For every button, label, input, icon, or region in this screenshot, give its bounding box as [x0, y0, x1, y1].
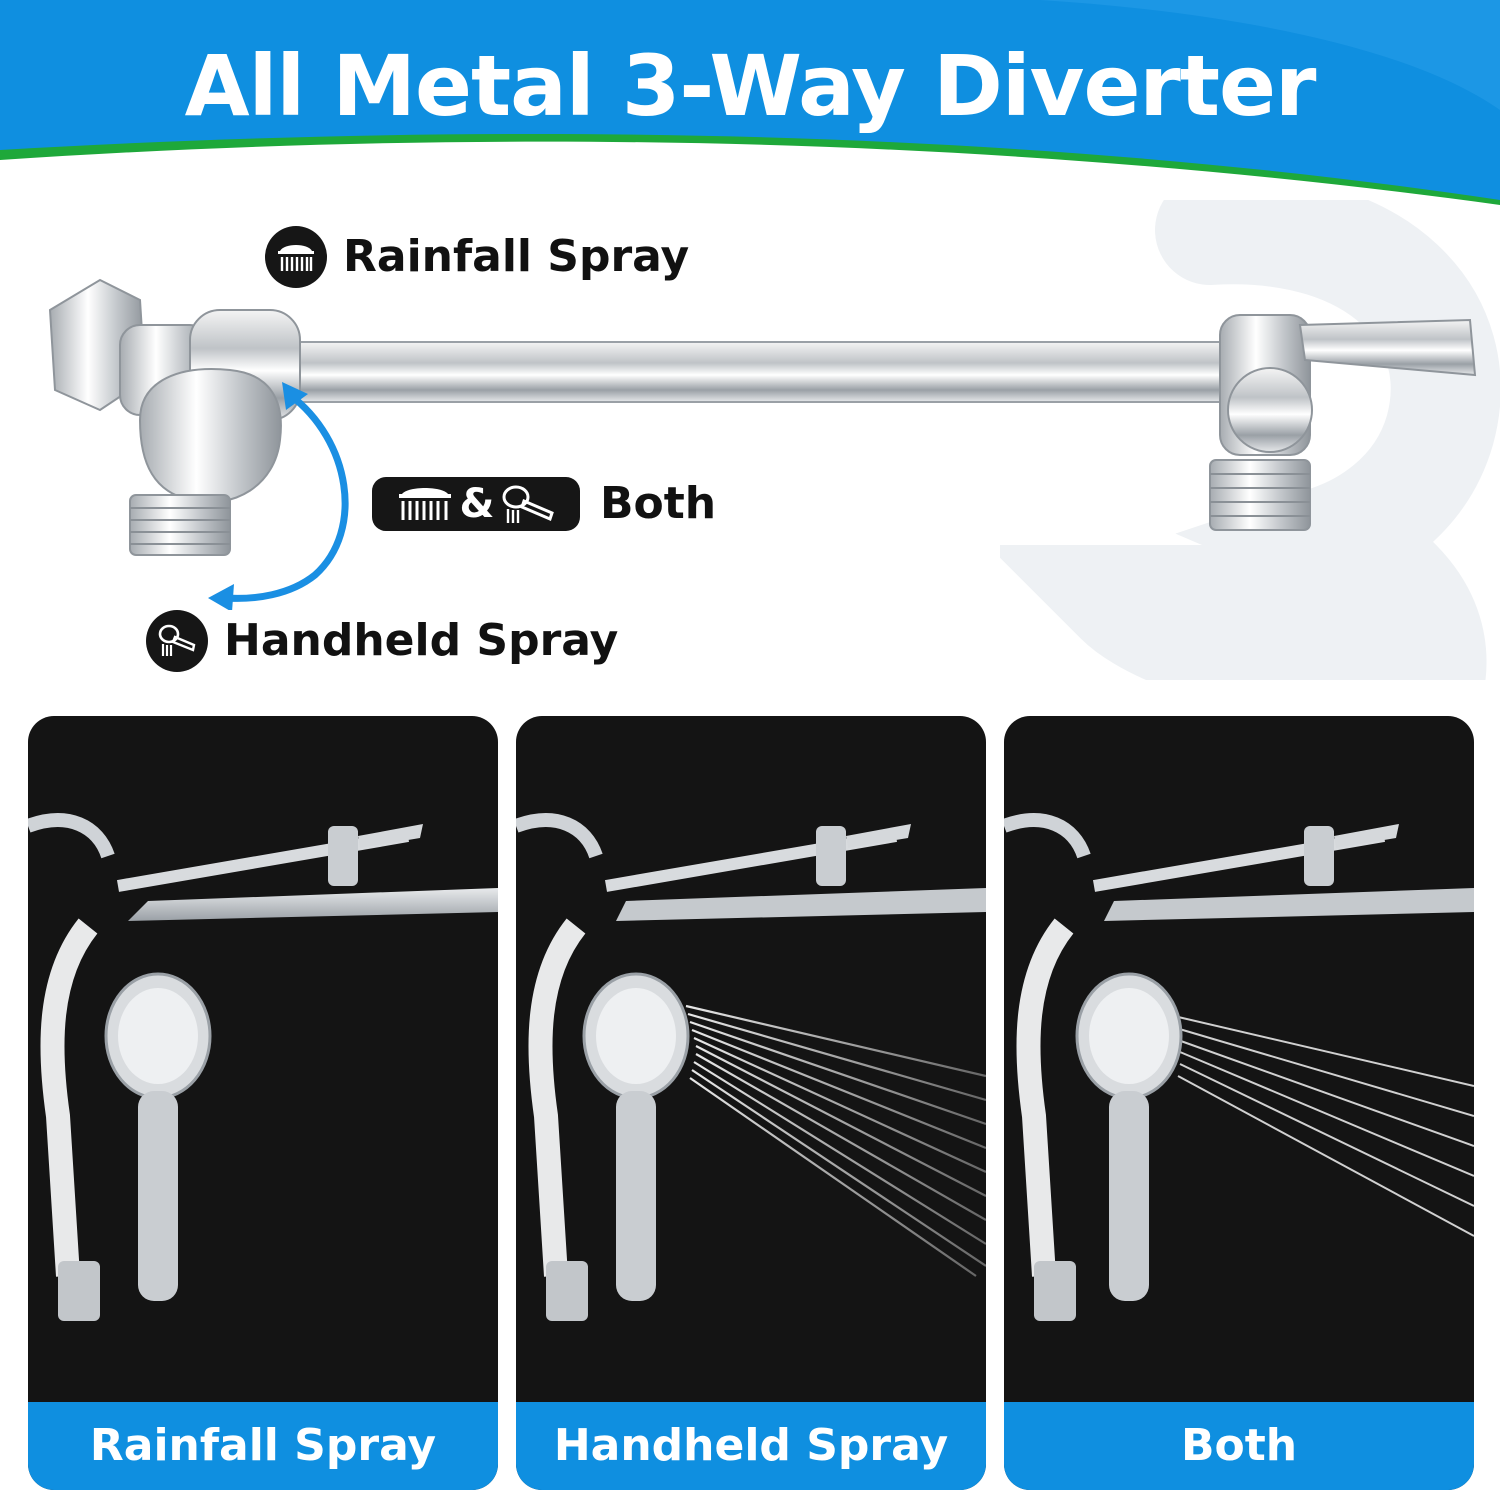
- panel-both: Both: [1004, 716, 1474, 1490]
- handheld-showerhead-icon: [502, 485, 555, 523]
- rainfall-showerhead-icon: [265, 226, 327, 288]
- page-title: All Metal 3-Way Diverter: [184, 37, 1317, 135]
- handheld-showerhead-icon: [146, 610, 208, 672]
- rainfall-showerhead-icon: [398, 488, 451, 520]
- panel-caption: Rainfall Spray: [28, 1402, 498, 1490]
- handheld-spray-label: Handheld Spray: [146, 610, 618, 672]
- handheld-spray-photo: [516, 813, 986, 1321]
- panel-handheld-spray: Handheld Spray: [516, 716, 986, 1490]
- panel-caption: Both: [1004, 1402, 1474, 1490]
- header-banner: [0, 0, 1500, 205]
- handheld-spray-text: Handheld Spray: [224, 615, 619, 666]
- panel-rainfall-spray: Rainfall Spray: [28, 716, 498, 1490]
- panel-caption: Handheld Spray: [516, 1402, 986, 1490]
- both-text: Both: [600, 478, 717, 529]
- rainfall-spray-label: Rainfall Spray: [265, 226, 689, 288]
- rainfall-spray-photo: [28, 813, 498, 1402]
- switch-direction-arrow: [208, 382, 349, 610]
- rainfall-spray-text: Rainfall Spray: [343, 231, 690, 282]
- both-mode-badge: &: [372, 477, 580, 531]
- ampersand-text: &: [459, 481, 495, 527]
- both-label: Both: [600, 482, 716, 526]
- diverter-arm-illustration: [48, 278, 1477, 556]
- both-spray-photo: [1004, 813, 1474, 1402]
